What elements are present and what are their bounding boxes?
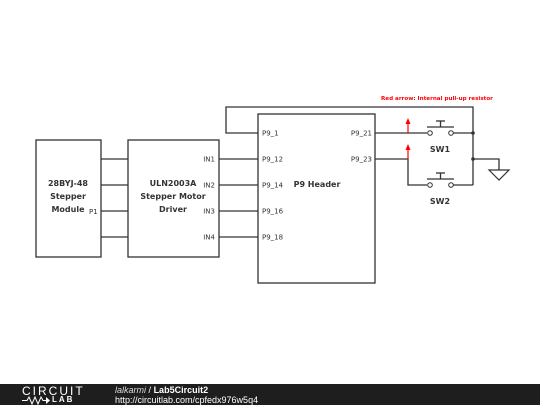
- p9-pin-12: P9_12: [262, 156, 283, 164]
- driver-label-1: ULN2003A: [150, 179, 198, 188]
- pullup-arrow-1: [405, 118, 411, 133]
- wire-p9-23-sw2: [375, 158, 427, 186]
- circuit-title[interactable]: Lab5Circuit2: [153, 385, 209, 395]
- p9-pin-16: P9_16: [262, 208, 284, 216]
- driver-box: [127, 139, 220, 258]
- wire-ground: [473, 158, 500, 170]
- switch-sw1: [427, 120, 454, 136]
- p9-pin-23: P9_23: [351, 156, 372, 164]
- footer-separator: /: [148, 385, 152, 395]
- switch-sw2-label: SW2: [430, 197, 450, 206]
- switch-sw1-label: SW1: [430, 145, 451, 154]
- p9-pin-18: P9_18: [262, 234, 283, 242]
- ground-icon: [487, 169, 511, 181]
- circuit-url[interactable]: http://circuitlab.com/cpfedx976w5q4: [115, 395, 259, 405]
- footer-info: lalkarmi / Lab5Circuit2 http://circuitla…: [115, 385, 258, 405]
- junction-dot-1: [471, 131, 475, 135]
- stepper-module-box: [35, 139, 102, 258]
- p9-pin-21: P9_21: [351, 130, 372, 138]
- resistor-squiggle-icon: [22, 396, 50, 405]
- logo-text-bottom: LAB: [52, 395, 75, 404]
- driver-pin-in3: IN3: [203, 208, 215, 216]
- stepper-pin-label: P1: [89, 208, 98, 216]
- driver-label-3: Driver: [159, 205, 187, 214]
- driver-pin-in1: IN1: [203, 156, 215, 164]
- author-name[interactable]: lalkarmi: [115, 385, 147, 395]
- p9-header-title: P9 Header: [294, 180, 341, 189]
- p9-pin-1: P9_1: [262, 130, 279, 138]
- driver-pin-in4: IN4: [203, 234, 215, 242]
- stepper-label-3: Module: [51, 205, 85, 214]
- footer-bar: CIRCUIT LAB lalkarmi / Lab5Circuit2 http…: [0, 384, 540, 405]
- stepper-label-1: 28BYJ-48: [48, 179, 88, 188]
- schematic-canvas: Red arrow: Internal pull-up resistor 28B…: [35, 96, 511, 284]
- p9-pin-14: P9_14: [262, 182, 284, 190]
- circuitlab-logo[interactable]: CIRCUIT LAB: [22, 385, 94, 405]
- wire-p9-1-rail: [225, 106, 474, 134]
- driver-label-2: Stepper Motor: [140, 192, 205, 201]
- p9-header-box: [257, 113, 376, 284]
- stepper-label-2: Stepper: [50, 192, 86, 201]
- logo-text-top: CIRCUIT: [22, 384, 85, 398]
- switch-sw2: [427, 172, 454, 188]
- pullup-annotation: Red arrow: Internal pull-up resistor: [381, 96, 493, 102]
- driver-pin-in2: IN2: [203, 182, 215, 190]
- pullup-arrow-2: [405, 144, 411, 159]
